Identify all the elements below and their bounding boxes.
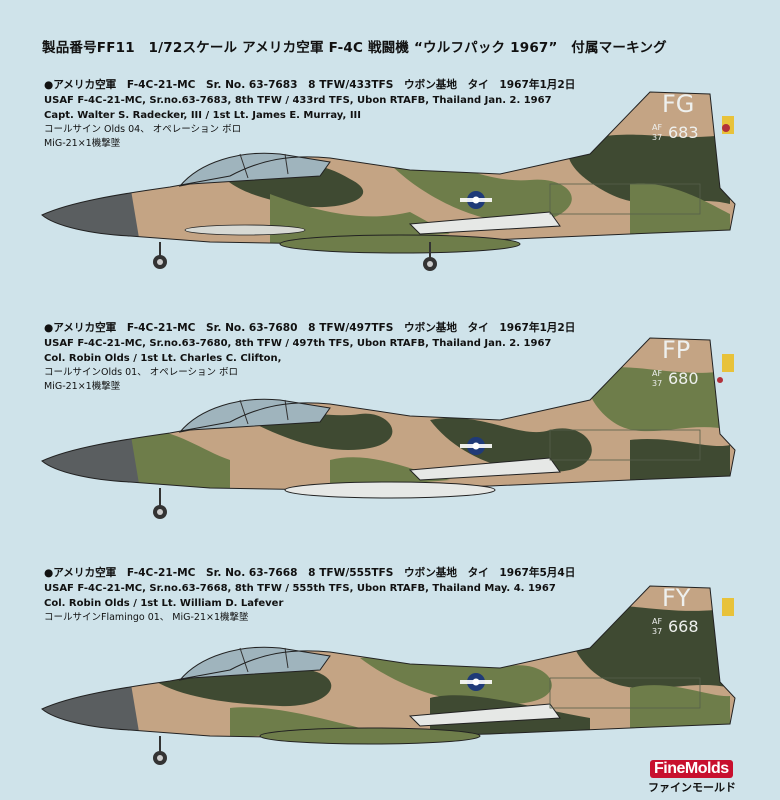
marking-2-line-4: コールサインOlds 01、 オペレーション ボロ [44,367,239,378]
marking-3-line-1: ●アメリカ空軍 F-4C-21-MC Sr. No. 63-7668 8 TFW… [44,567,576,579]
marking-2-line-3: Col. Robin Olds / 1st Lt. Charles C. Cli… [44,353,282,364]
tail-year-3: 37 [652,627,662,636]
marking-3-line-2: USAF F-4C-21-MC, Sr.no.63-7668, 8th TFW … [44,583,556,594]
finemolds-logo: FineMolds ファインモールド [646,748,758,794]
tail-code-2: FP [662,336,690,364]
tail-af-2: AF [652,369,662,378]
marking-1-line-5: MiG-21×1機撃墜 [44,138,121,149]
marking-2-line-1: ●アメリカ空軍 F-4C-21-MC Sr. No. 63-7680 8 TFW… [44,322,576,334]
tail-year-2: 37 [652,379,662,388]
tail-code-1: FG [662,90,694,118]
tail-number-1: 683 [668,123,699,142]
tail-af-1: AF [652,123,662,132]
tail-number-2: 680 [668,369,699,388]
marking-1-line-1: ●アメリカ空軍 F-4C-21-MC Sr. No. 63-7683 8 TFW… [44,79,576,91]
marking-1-line-2: USAF F-4C-21-MC, Sr.no.63-7683, 8th TFW … [44,95,552,106]
marking-3-caption: ●アメリカ空軍 F-4C-21-MC Sr. No. 63-7668 8 TFW… [44,565,576,625]
tail-year-1: 37 [652,133,662,142]
logo-kana: ファインモールド [648,781,736,794]
marking-2-line-5: MiG-21×1機撃墜 [44,381,121,392]
tail-af-3: AF [652,617,662,626]
tail-code-3: FY [662,584,691,612]
aircraft-illustration-2: FP AF 37 680 [41,336,736,519]
aircraft-illustration-3: FY AF 37 668 [41,584,736,765]
tail-number-3: 668 [668,617,699,636]
marking-1-caption: ●アメリカ空軍 F-4C-21-MC Sr. No. 63-7683 8 TFW… [44,77,576,151]
marking-1-line-3: Capt. Walter S. Radecker, III / 1st Lt. … [44,110,361,121]
marking-3-line-3: Col. Robin Olds / 1st Lt. William D. Laf… [44,598,284,609]
marking-2-line-2: USAF F-4C-21-MC, Sr.no.63-7680, 8th TFW … [44,338,552,349]
logo-brand: FineMolds [650,760,733,778]
page-title: 製品番号FF11 1/72スケール アメリカ空軍 F-4C 戦闘機 “ウルフパッ… [42,40,667,56]
aircraft-illustration-1: FG AF 37 683 [41,90,736,271]
marking-2-caption: ●アメリカ空軍 F-4C-21-MC Sr. No. 63-7680 8 TFW… [44,320,576,394]
marking-3-line-4: コールサインFlamingo 01、 MiG-21×1機撃墜 [44,612,249,623]
marking-1-line-4: コールサイン Olds 04、 オペレーション ボロ [44,124,242,135]
